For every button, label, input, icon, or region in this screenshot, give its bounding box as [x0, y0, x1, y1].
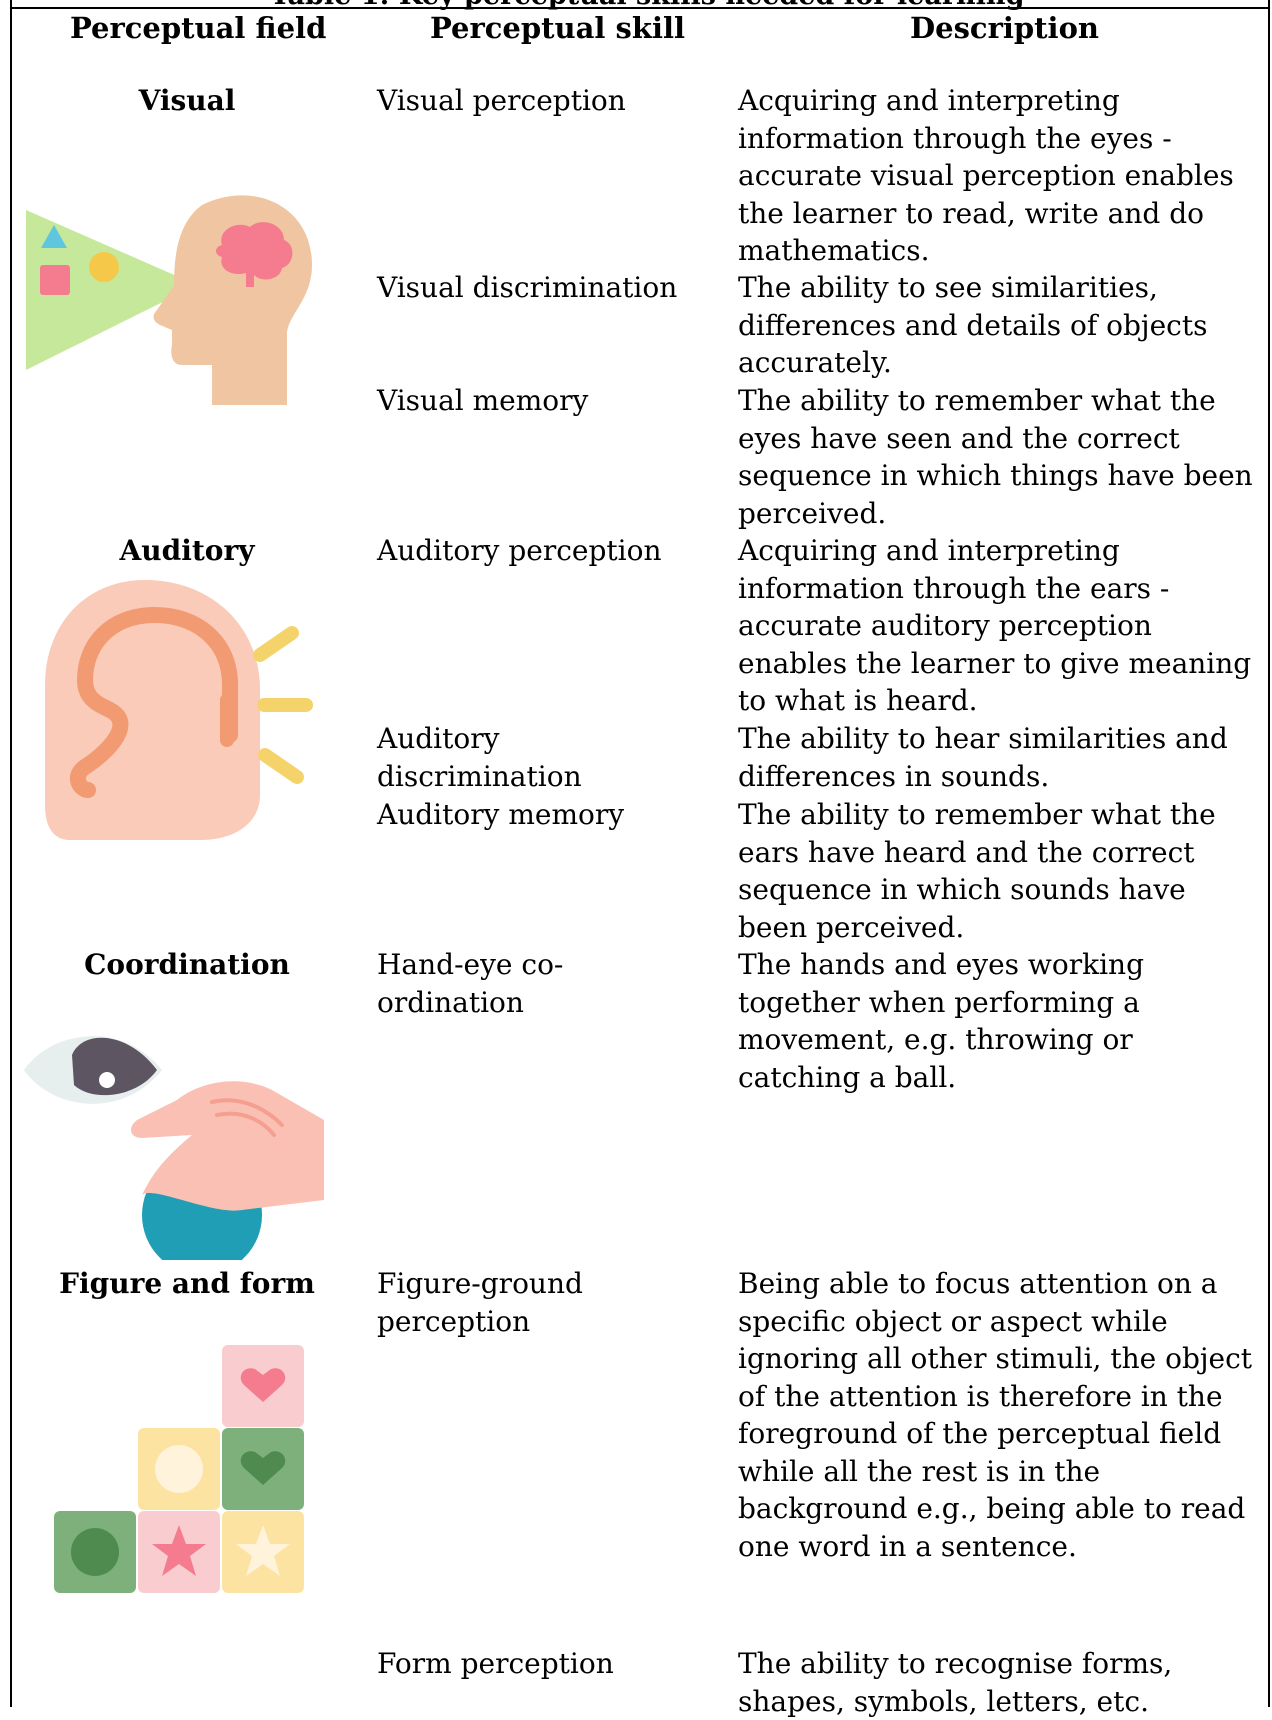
skill-hand-eye-coordination: Hand-eye co-ordination: [377, 948, 564, 1019]
table-top-rule: [10, 7, 1270, 9]
skill-visual-perception: Visual perception: [377, 84, 626, 117]
desc-figure-ground-perception: Being able to focus attention on a speci…: [738, 1267, 1253, 1563]
ear-sound-icon: [45, 580, 313, 840]
table-frame: [10, 0, 1270, 1707]
skill-form-perception: Form perception: [377, 1647, 614, 1680]
desc-visual-perception: Acquiring and interpreting information t…: [738, 84, 1234, 267]
header-perceptual-field: Perceptual field: [70, 11, 327, 45]
header-description: Description: [910, 11, 1099, 45]
skill-auditory-perception: Auditory perception: [377, 534, 662, 567]
field-coordination: Coordination: [84, 948, 290, 981]
desc-hand-eye-coordination: The hands and eyes working together when…: [738, 948, 1144, 1094]
desc-auditory-perception: Acquiring and interpreting information t…: [738, 534, 1252, 717]
skill-visual-memory: Visual memory: [377, 384, 589, 417]
skill-figure-ground-perception: Figure-ground perception: [377, 1267, 583, 1338]
desc-auditory-memory: The ability to remember what the ears ha…: [738, 798, 1216, 944]
field-figure-and-form: Figure and form: [59, 1267, 315, 1300]
field-auditory: Auditory: [119, 534, 255, 567]
field-visual: Visual: [138, 84, 236, 117]
head-brain-eye-icon: [26, 195, 312, 405]
skill-visual-discrimination: Visual discrimination: [377, 271, 678, 304]
desc-visual-discrimination: The ability to see similarities, differe…: [738, 271, 1208, 379]
skill-auditory-memory: Auditory memory: [377, 798, 625, 831]
desc-visual-memory: The ability to remember what the eyes ha…: [738, 384, 1253, 530]
eye-hand-ball-icon: [24, 1036, 324, 1260]
header-perceptual-skill: Perceptual skill: [430, 11, 685, 45]
desc-form-perception: The ability to recognise forms, shapes, …: [738, 1647, 1173, 1718]
skill-auditory-discrimination: Auditory discrimination: [377, 722, 582, 793]
desc-auditory-discrimination: The ability to hear similarities and dif…: [738, 722, 1228, 793]
table-caption: Table 1: Key perceptual skills needed fo…: [270, 0, 1024, 11]
blocks-shapes-icon: [54, 1345, 304, 1593]
